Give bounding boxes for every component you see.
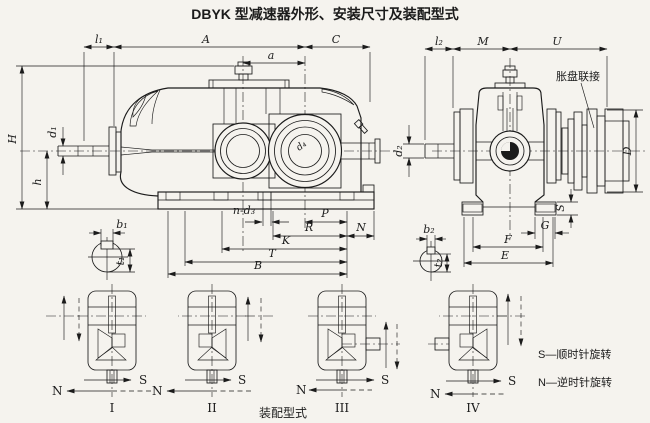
dim-label-H: H (6, 134, 19, 145)
dim-label-T: T (268, 247, 277, 260)
end-view: l₂ M U 胀盘联接 d₂ D S G F E b₂ t₂ (392, 35, 647, 281)
side-view-extension-lines (16, 52, 375, 278)
dim-label-a: a (268, 49, 275, 62)
side-view: l₁ A C a H d₁ h d₄ n-d₃ P R N K T B b₁ t… (6, 33, 396, 280)
dim-label-C: C (332, 33, 341, 46)
ccw-arrow-label: N (296, 383, 307, 397)
variant-numeral-2: II (207, 401, 217, 415)
dim-label-n-d3: n-d₃ (233, 204, 255, 217)
assembly-variant-4: S N IV (428, 283, 527, 415)
dim-label-D: D (621, 146, 634, 156)
ccw-arrow-label: N (52, 384, 63, 398)
dim-label-B: B (253, 259, 262, 272)
cw-arrow-label: S (139, 373, 147, 387)
end-view-dimension-lines (406, 46, 639, 266)
dim-label-K: K (281, 234, 291, 247)
dim-label-l1: l₁ (95, 33, 103, 46)
dim-label-N: N (355, 221, 366, 234)
variant-numeral-3: III (335, 401, 349, 415)
side-view-body (57, 61, 381, 226)
assembly-variant-1: S N I (46, 283, 152, 415)
dim-label-d1: d₁ (46, 126, 59, 137)
rotation-legend: S—顺时针旋转 N—逆时针旋转 (538, 347, 612, 389)
dim-label-l2: l₂ (435, 35, 443, 48)
key-section-output: b₂ t₂ (413, 223, 451, 281)
legend-cw-note: S—顺时针旋转 (538, 347, 611, 361)
ccw-arrow-label: N (152, 384, 163, 398)
ccw-arrow-label: N (430, 387, 441, 401)
assembly-variant-2: S N II (152, 283, 275, 415)
dim-label-t2: t₂ (432, 259, 445, 268)
dim-label-M: M (476, 35, 489, 48)
dim-label-F: F (503, 233, 512, 246)
variant-numeral-4: IV (466, 401, 480, 415)
assembly-variant-3: S N III (296, 283, 400, 415)
oil-plug-icon (353, 118, 369, 134)
end-view-body (424, 65, 630, 216)
side-view-dimension-lines (19, 44, 375, 277)
variant-numeral-1: I (110, 401, 115, 415)
page-title: DBYK 型减速器外形、安装尺寸及装配型式 (191, 6, 459, 22)
dim-label-t1: t₁ (114, 257, 127, 266)
dim-label-b1: b₁ (116, 218, 127, 231)
dim-label-E: E (500, 249, 509, 262)
dim-label-G: G (541, 219, 550, 232)
dim-label-A: A (201, 33, 210, 46)
dim-label-d2: d₂ (392, 145, 405, 156)
cw-arrow-label: S (238, 373, 246, 387)
dim-label-P: P (320, 207, 329, 220)
dim-label-S: S (554, 204, 567, 212)
dim-label-h: h (31, 178, 44, 185)
dim-label-U: U (552, 35, 562, 48)
assembly-caption: 装配型式 (259, 406, 307, 420)
coupling-label: 胀盘联接 (556, 69, 600, 83)
cw-arrow-label: S (381, 373, 389, 387)
assembly-variants: S N I S N II S N (46, 283, 527, 420)
dim-label-R: R (304, 221, 313, 234)
key-section-input: b₁ t₁ (88, 218, 135, 280)
cw-arrow-label: S (508, 374, 516, 388)
legend-ccw-note: N—逆时针旋转 (538, 375, 612, 389)
dim-label-b2: b₂ (423, 223, 434, 236)
